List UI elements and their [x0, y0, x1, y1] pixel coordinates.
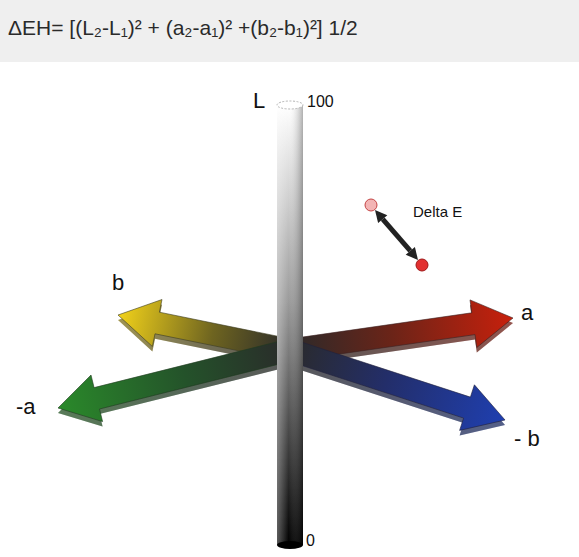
formula-title: ΔEH= [(L₂-L₁)² + (a₂-a₁)² +(b₂-b₁)²] 1/2: [8, 16, 358, 40]
axis-name: - b: [514, 426, 540, 451]
cylinder-body: [277, 105, 303, 545]
axis-value: 100: [307, 93, 334, 111]
minus-b-axis-arrow: [287, 340, 505, 431]
delta-e-head-bottom: [406, 247, 418, 260]
cylinder-shading: [277, 105, 303, 545]
axis-value: 0: [306, 532, 315, 550]
delta-e-point-2: [416, 259, 428, 271]
cylinder-bottom: [277, 541, 303, 549]
axis-name: b: [112, 270, 124, 295]
delta-e-head-top: [375, 210, 387, 223]
axis-name: -a: [16, 394, 36, 419]
delta-e-shaft: [383, 219, 411, 251]
callout-label: Delta E: [413, 203, 462, 220]
lightness-cylinder: [277, 101, 303, 549]
minus-a-axis-arrow: [58, 339, 293, 421]
delta-e-point-1: [365, 199, 377, 211]
axis-name: a: [521, 300, 533, 325]
axis-name: L: [253, 88, 265, 113]
formula-banner: ΔEH= [(L₂-L₁)² + (a₂-a₁)² +(b₂-b₁)²] 1/2: [0, 0, 579, 62]
cylinder-top: [277, 101, 303, 109]
